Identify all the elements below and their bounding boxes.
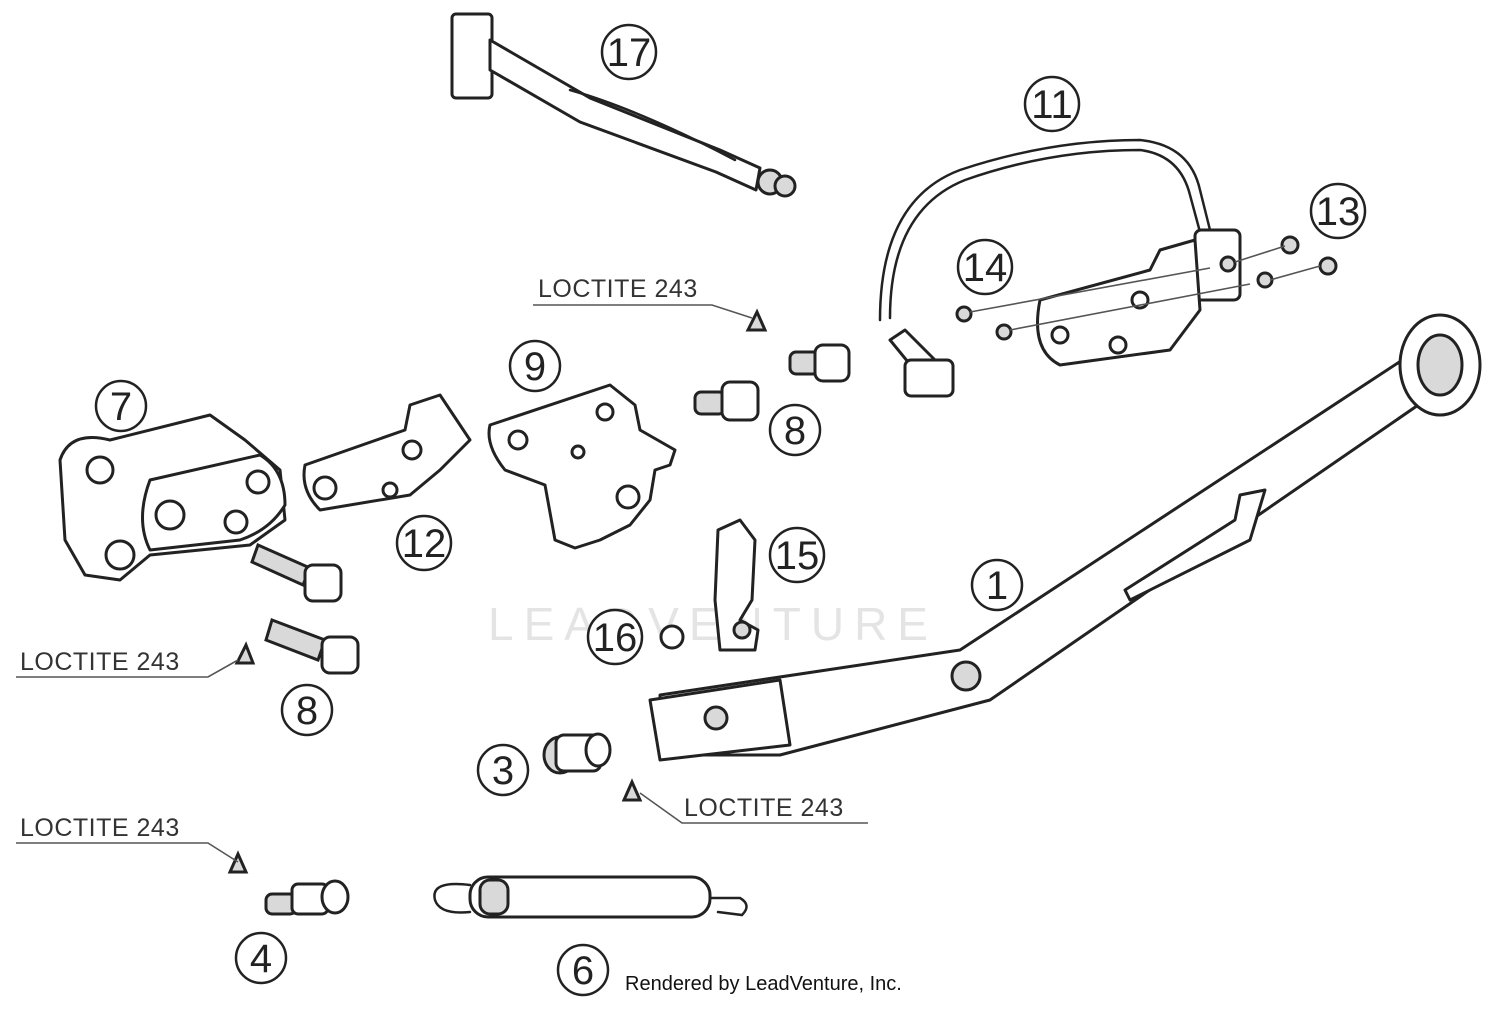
svg-text:8: 8 <box>784 409 806 453</box>
part-7-bracket <box>58 413 287 582</box>
part-15-switch <box>659 518 760 652</box>
part-8-bolts <box>250 343 851 675</box>
watermark: LEADVENTURE <box>488 598 938 650</box>
svg-text:4: 4 <box>250 937 272 981</box>
callout-3: 3 <box>476 743 530 797</box>
callout-11: 11 <box>1023 75 1081 133</box>
svg-text:13: 13 <box>1316 190 1361 234</box>
callout-9: 9 <box>508 339 562 393</box>
callout-4: 4 <box>234 931 288 985</box>
part-11-sensor-cable <box>878 138 1338 398</box>
svg-text:16: 16 <box>593 616 638 660</box>
loctite-label: LOCTITE 243 <box>538 275 698 303</box>
part-3-pin <box>542 732 612 775</box>
svg-text:1: 1 <box>986 564 1008 608</box>
svg-text:14: 14 <box>963 246 1008 290</box>
loctite-labels: LOCTITE 243 LOCTITE 243 LOCTITE 243 LOCT… <box>20 275 844 842</box>
leader-lines <box>16 304 868 863</box>
callout-12: 12 <box>395 514 453 572</box>
callout-14: 14 <box>956 238 1014 296</box>
svg-text:3: 3 <box>492 749 514 793</box>
svg-text:17: 17 <box>607 31 652 75</box>
loctite-drops <box>227 308 768 874</box>
callout-16: 16 <box>586 608 644 666</box>
svg-text:7: 7 <box>110 385 132 429</box>
callout-15: 15 <box>768 526 826 584</box>
callout-8-upper: 8 <box>768 403 822 457</box>
loctite-label: LOCTITE 243 <box>684 794 844 822</box>
callout-8-lower: 8 <box>280 683 334 737</box>
callout-6: 6 <box>556 943 610 997</box>
callout-7: 7 <box>94 379 148 433</box>
svg-text:9: 9 <box>524 345 546 389</box>
loctite-label: LOCTITE 243 <box>20 648 180 676</box>
part-4-pin <box>264 879 350 916</box>
part-6-spring <box>433 875 748 919</box>
callout-17: 17 <box>600 23 658 81</box>
svg-text:6: 6 <box>572 949 594 993</box>
svg-text:11: 11 <box>1031 83 1073 127</box>
render-credit: Rendered by LeadVenture, Inc. <box>625 973 902 995</box>
part-9-plate <box>487 383 677 550</box>
callout-1: 1 <box>970 558 1024 612</box>
svg-text:12: 12 <box>402 522 447 566</box>
callouts: 1 3 4 6 7 8 8 9 11 12 13 14 15 16 17 <box>94 23 1367 997</box>
part-12-plate <box>302 393 472 512</box>
svg-text:15: 15 <box>775 534 820 578</box>
svg-text:8: 8 <box>296 689 318 733</box>
part-17-rod <box>450 12 797 198</box>
callout-13: 13 <box>1309 182 1367 240</box>
part-1-side-stand <box>648 313 1482 762</box>
watermark-text: LEADVENTURE <box>488 598 938 650</box>
loctite-label: LOCTITE 243 <box>20 814 180 842</box>
